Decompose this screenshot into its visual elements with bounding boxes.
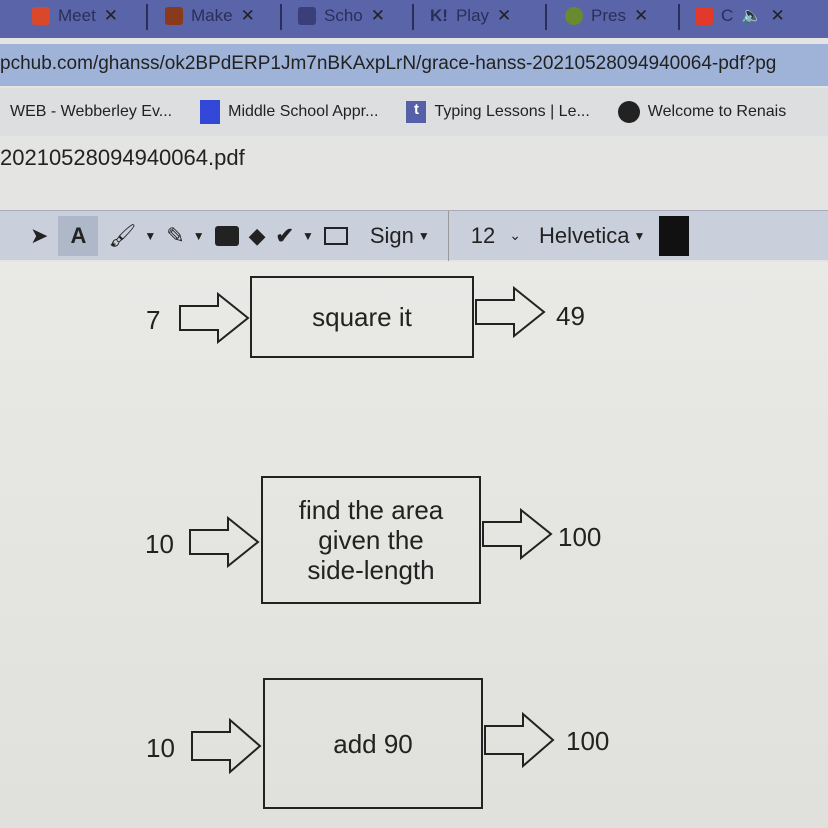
chevron-down-icon: ⌄ [509,227,521,243]
checkmark-icon: ✔ [275,222,294,248]
bookmark-typing[interactable]: t Typing Lessons | Le... [406,101,590,123]
toolbar-divider [447,210,449,261]
tab-bar: Meet ✕ Make ✕ Scho ✕ K! Play ✕ Pres ✕ C 🔈 ✕ [0,0,828,38]
highlighter-tool[interactable]: ✎▼ [166,216,204,256]
kahoot-icon: K! [430,6,448,25]
typing-icon: t [406,101,427,123]
tab-divider [545,4,547,30]
eraser-tool[interactable]: ◆ [249,216,266,256]
tab-divider [146,4,148,30]
bookmark-label: Typing Lessons | Le... [434,103,590,120]
tab-divider [280,4,282,30]
globe-icon [617,101,640,123]
bookmark-label: WEB - Webberley Ev... [10,103,173,120]
image-icon [323,226,348,245]
font-family-value: Helvetica [539,222,630,248]
close-icon[interactable]: ✕ [497,6,512,25]
chevron-down-icon: ▼ [192,228,205,243]
chevron-down-icon: ▼ [144,228,157,243]
sign-dropdown[interactable]: Sign▼ [370,216,430,256]
comment-tool[interactable] [214,216,239,256]
sign-label: Sign [369,222,414,248]
close-icon[interactable]: ✕ [770,6,785,25]
eraser-icon: ◆ [248,222,266,248]
pen-tool[interactable]: 🖌▼ [108,216,156,256]
font-size-value: 12 [470,222,496,248]
function-box: add 90 [263,678,483,809]
bookmark-webberley[interactable]: WEB - Webberley Ev... [10,103,172,121]
function-box: find the area given the side-length [261,476,481,604]
output-arrow-icon [482,508,553,560]
bookmark-middle-school[interactable]: Middle School Appr... [200,100,378,124]
input-arrow-icon [179,292,250,344]
function-rule: add 90 [333,728,413,759]
color-swatch[interactable] [659,215,690,256]
input-arrow-icon [189,516,260,568]
output-arrow-icon [484,712,555,768]
list-icon [298,7,316,25]
font-size-select[interactable]: 12 ⌄ [471,216,521,256]
tab-play[interactable]: K! Play ✕ [430,4,511,28]
tab-divider [412,4,414,30]
tab-scho[interactable]: Scho ✕ [298,4,385,28]
close-icon[interactable]: ✕ [633,6,649,25]
bookmarks-bar: WEB - Webberley Ev... Middle School Appr… [0,88,828,136]
tab-meet[interactable]: Meet ✕ [32,4,118,28]
highlighter-icon: ✎ [166,222,185,248]
app-icon [165,7,183,25]
document-title: 20210528094940064.pdf [0,145,245,170]
tab-label: Make [191,6,233,25]
address-bar[interactable]: pchub.com/ghanss/ok2BPdERP1Jm7nBKAxpLrN/… [0,44,828,86]
youtube-icon [695,7,713,25]
close-icon[interactable]: ✕ [370,6,385,25]
tab-divider [678,4,680,30]
tab-label: Pres [591,6,626,25]
docs-icon [200,100,221,124]
machine-input: 10 [146,733,175,763]
tab-pres[interactable]: Pres ✕ [565,4,648,28]
bookmark-renaissance[interactable]: Welcome to Renais [617,101,787,123]
machine-input: 7 [146,305,161,335]
text-icon: A [70,222,87,248]
meet-icon [32,7,50,25]
machine-output: 100 [558,522,602,552]
function-rule: square it [312,302,412,332]
output-arrow-icon [475,286,546,338]
bookmark-label: Middle School Appr... [228,103,379,120]
tab-make[interactable]: Make ✕ [165,4,255,28]
brush-icon: 🖌 [108,222,137,248]
speaker-icon: 🔈 [741,6,763,25]
select-tool[interactable]: ➤ [30,216,48,256]
chevron-down-icon: ▼ [301,228,314,243]
close-icon[interactable]: ✕ [103,6,119,25]
tab-label: Play [455,6,490,25]
close-icon[interactable]: ✕ [240,6,255,25]
comment-icon [214,225,239,246]
input-arrow-icon [191,718,262,774]
text-tool[interactable]: A [58,215,99,256]
chevron-down-icon: ▼ [633,228,646,243]
app-icon [565,7,583,25]
cursor-icon: ➤ [30,222,49,248]
url-text: pchub.com/ghanss/ok2BPdERP1Jm7nBKAxpLrN/… [0,53,777,74]
tab-youtube[interactable]: C 🔈 ✕ [695,4,785,28]
check-tool[interactable]: ✔▼ [276,216,314,256]
machine-input: 10 [145,529,174,559]
machine-output: 100 [566,726,610,756]
function-rule: find the area given the side-length [298,495,444,585]
tab-label: Scho [324,6,363,25]
image-tool[interactable] [323,216,348,256]
machine-output: 49 [556,301,585,331]
font-family-select[interactable]: Helvetica▼ [539,216,645,256]
tab-label: Meet [58,6,96,25]
bookmark-label: Welcome to Renais [647,103,787,120]
pdf-toolbar: ➤ A 🖌▼ ✎▼ ◆ ✔▼ Sign▼ 12⌄ Helvetica▼ [0,210,828,261]
function-box: square it [250,276,474,358]
tab-label: C [721,6,734,25]
chevron-down-icon: ▼ [417,228,430,243]
